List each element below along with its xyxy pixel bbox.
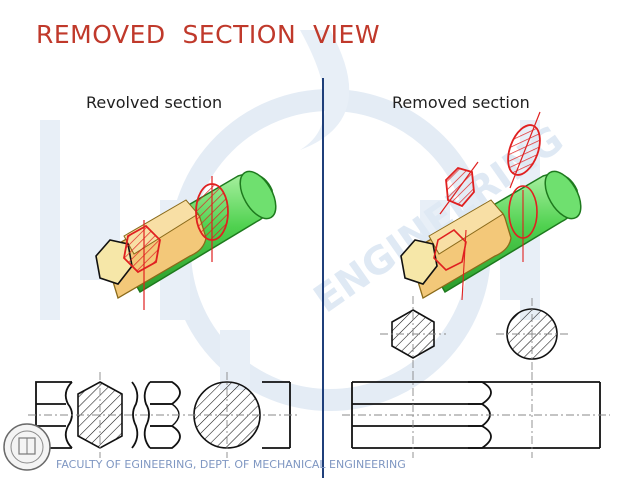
university-seal-icon [3, 423, 51, 471]
removed-section-label: Removed section [392, 93, 530, 112]
removed-hex-section [380, 296, 446, 372]
removed-round-section [496, 298, 568, 370]
revolved-section-label: Revolved section [86, 93, 223, 112]
revolved-shaft-3d [95, 170, 277, 310]
removed-shaft-3d [400, 111, 582, 301]
revolved-front-view [35, 381, 291, 449]
footer-text: FACULTY OF EGINEERING, DEPT. OF MECHANIC… [56, 458, 406, 471]
removed-front-view [351, 381, 601, 449]
panel-divider [322, 78, 324, 478]
slide-title: REMOVED SECTION VIEW [36, 20, 381, 49]
